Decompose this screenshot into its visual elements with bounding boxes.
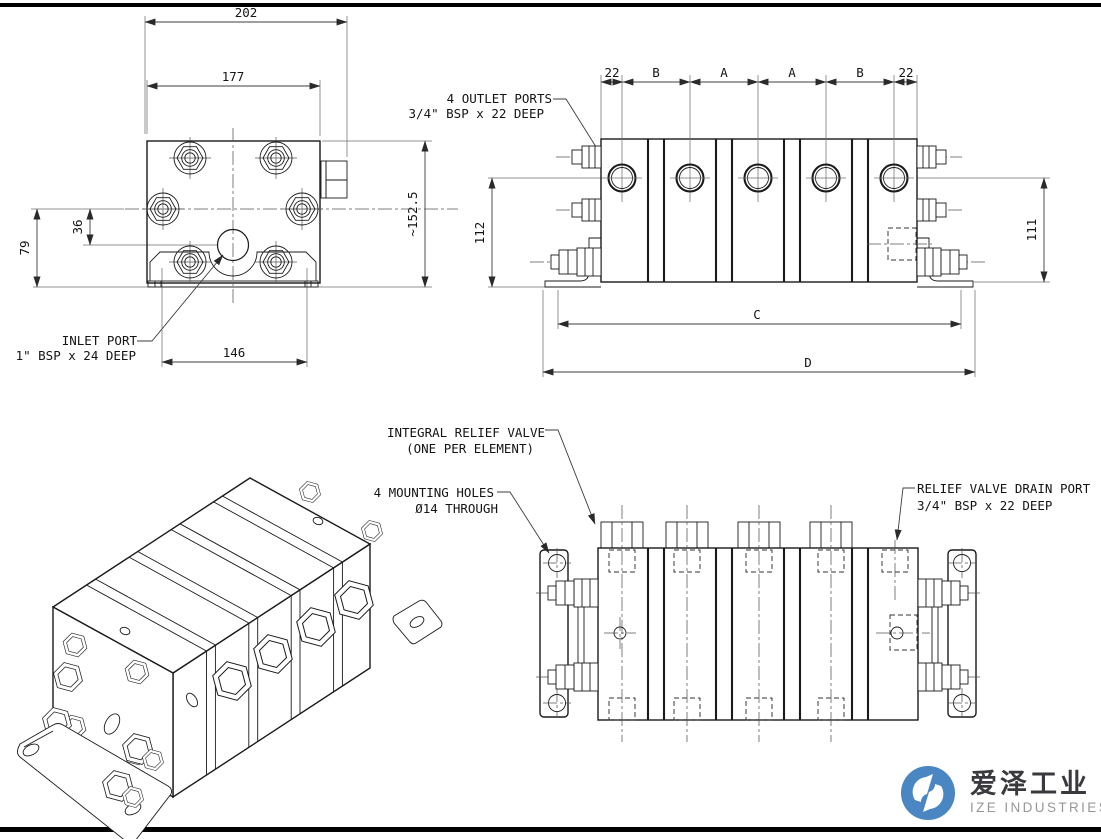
end-view: 202 177 ~152.5 79 36 146 [16, 5, 458, 367]
element-spacers-bottom [646, 548, 870, 720]
pitch-b-right: B [856, 65, 864, 80]
pitch-22-right: 22 [898, 65, 913, 80]
drain-label-line2: 3/4" BSP x 22 DEEP [917, 498, 1052, 513]
drain-label-line1: RELIEF VALVE DRAIN PORT [917, 481, 1091, 496]
dim-202: 202 [235, 5, 258, 20]
dim-c: C [753, 307, 761, 322]
dim-177: 177 [222, 69, 245, 84]
iso-far-foot [392, 599, 443, 645]
dim-111: 111 [1024, 219, 1039, 242]
outlet-label-line1: 4 OUTLET PORTS [447, 91, 552, 106]
mounting-label-line2: Ø14 THROUGH [415, 501, 498, 516]
company-logo: 爱泽工业 IZE INDUSTRIES [899, 764, 1101, 822]
inlet-label-line1: INLET PORT [62, 333, 138, 348]
logo-icon [901, 766, 955, 820]
dim-36: 36 [70, 219, 85, 234]
outlet-ports [602, 75, 914, 202]
dim-112: 112 [472, 222, 487, 245]
pitch-a-left: A [720, 65, 728, 80]
mounting-holes [543, 548, 976, 718]
bottom-view: INTEGRAL RELIEF VALVE (ONE PER ELEMENT) … [374, 425, 1091, 742]
inlet-label-line2: 1" BSP x 24 DEEP [16, 348, 136, 363]
dim-79: 79 [17, 240, 32, 255]
outlet-leader [553, 98, 609, 167]
mounting-holes-leader [497, 491, 550, 554]
front-view: 22 B A A B 22 112 111 C D 4 [409, 65, 1050, 377]
relief-valve-leader [545, 429, 596, 525]
logo-cn-name: 爱泽工业 [970, 769, 1090, 800]
isometric-view [17, 477, 443, 839]
mounting-label-line1: 4 MOUNTING HOLES [374, 485, 494, 500]
bottom-border-bar [0, 827, 1101, 832]
top-border-bar [0, 3, 1101, 7]
element-spacers [646, 139, 870, 282]
logo-en-name: IZE INDUSTRIES [970, 800, 1101, 815]
iso-near-foot [17, 723, 173, 839]
hidden-drain-cavity [889, 614, 918, 651]
pitch-a-right: A [788, 65, 796, 80]
relief-label-line2: (ONE PER ELEMENT) [406, 441, 534, 456]
dim-d: D [804, 355, 812, 370]
drain-port-leader [894, 487, 915, 541]
dim-height: ~152.5 [405, 191, 420, 236]
outlet-label-line2: 3/4" BSP x 22 DEEP [409, 106, 544, 121]
pitch-22-left: 22 [604, 65, 619, 80]
relief-label-line1: INTEGRAL RELIEF VALVE [387, 425, 545, 440]
inlet-leader [137, 254, 224, 342]
dim-146: 146 [223, 345, 246, 360]
pitch-b-left: B [652, 65, 660, 80]
inlet-port-circle [216, 228, 250, 262]
